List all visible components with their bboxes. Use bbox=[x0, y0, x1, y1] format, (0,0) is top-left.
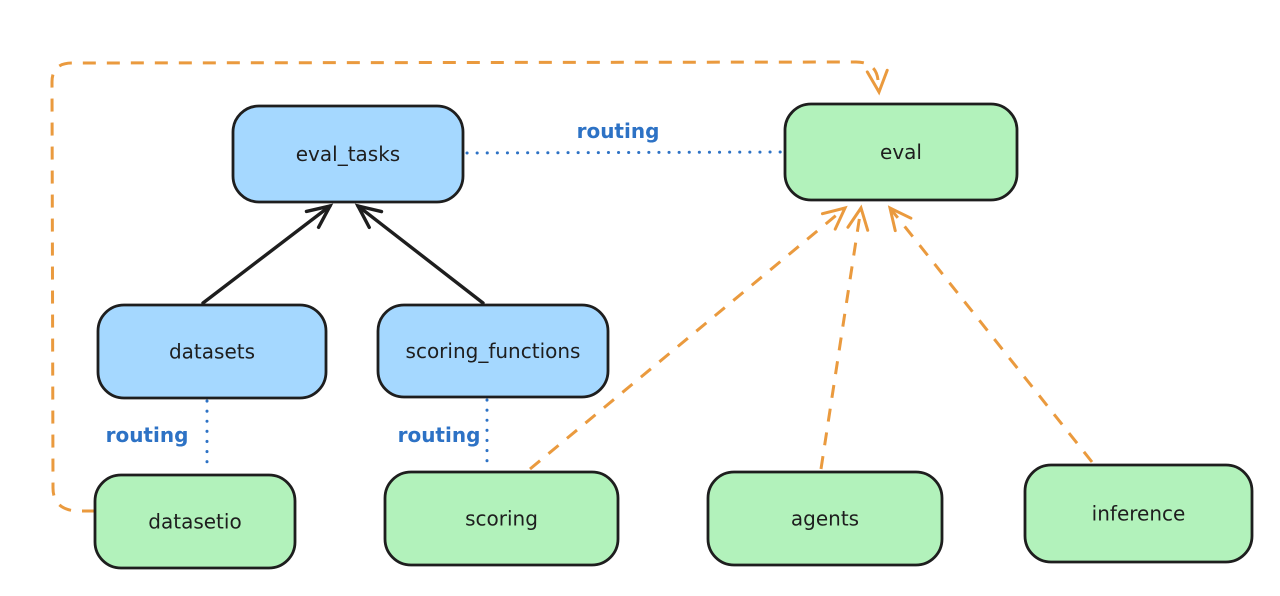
node-datasets[interactable]: datasets bbox=[96, 303, 328, 400]
node-rect-datasets[interactable] bbox=[96, 303, 328, 400]
node-label-datasets: datasets bbox=[169, 340, 255, 364]
routing-label-top: routing bbox=[577, 119, 660, 143]
node-rect-datasetio[interactable] bbox=[93, 473, 297, 570]
edges-layer bbox=[50, 60, 1094, 513]
node-rect-eval[interactable] bbox=[783, 102, 1019, 202]
node-datasetio[interactable]: datasetio bbox=[93, 473, 297, 570]
routing-label-datasetio: routing bbox=[106, 423, 189, 447]
node-label-scoring: scoring bbox=[465, 507, 538, 531]
node-rect-inference[interactable] bbox=[1023, 463, 1254, 564]
node-label-scoring_functions: scoring_functions bbox=[406, 339, 581, 363]
node-label-inference: inference bbox=[1092, 502, 1186, 526]
labels-layer: routing routing routing bbox=[106, 119, 660, 447]
node-label-agents: agents bbox=[791, 507, 859, 531]
node-rect-eval_tasks[interactable] bbox=[231, 104, 465, 204]
edge-inference-to-eval bbox=[887, 205, 1094, 463]
node-scoring[interactable]: scoring bbox=[383, 470, 620, 567]
node-rect-scoring[interactable] bbox=[383, 470, 620, 567]
edge-datasetio-to-eval bbox=[50, 60, 889, 513]
node-inference[interactable]: inference bbox=[1023, 463, 1254, 564]
edge-scoring-to-eval bbox=[529, 205, 848, 471]
node-rect-scoring_functions[interactable] bbox=[376, 303, 610, 399]
routing-label-scoring: routing bbox=[398, 423, 481, 447]
node-eval[interactable]: eval bbox=[783, 102, 1019, 202]
node-eval_tasks[interactable]: eval_tasks bbox=[231, 104, 465, 204]
node-label-datasetio: datasetio bbox=[148, 510, 241, 534]
nodes-layer: eval_tasks eval datasets scoring_functionsd… bbox=[93, 102, 1254, 570]
node-agents[interactable]: agents bbox=[706, 470, 944, 567]
edge-agents-to-eval bbox=[819, 204, 870, 470]
node-label-eval_tasks: eval_tasks bbox=[296, 142, 400, 166]
edge-eval_tasks-to-eval-routing bbox=[465, 150, 784, 155]
node-rect-agents[interactable] bbox=[706, 470, 944, 567]
node-label-eval: eval bbox=[880, 140, 922, 164]
edge-scoring_functions-to-eval_tasks bbox=[354, 203, 485, 305]
edge-datasets-to-eval_tasks bbox=[201, 203, 334, 305]
node-scoring_functions[interactable]: scoring_functions bbox=[376, 303, 610, 399]
